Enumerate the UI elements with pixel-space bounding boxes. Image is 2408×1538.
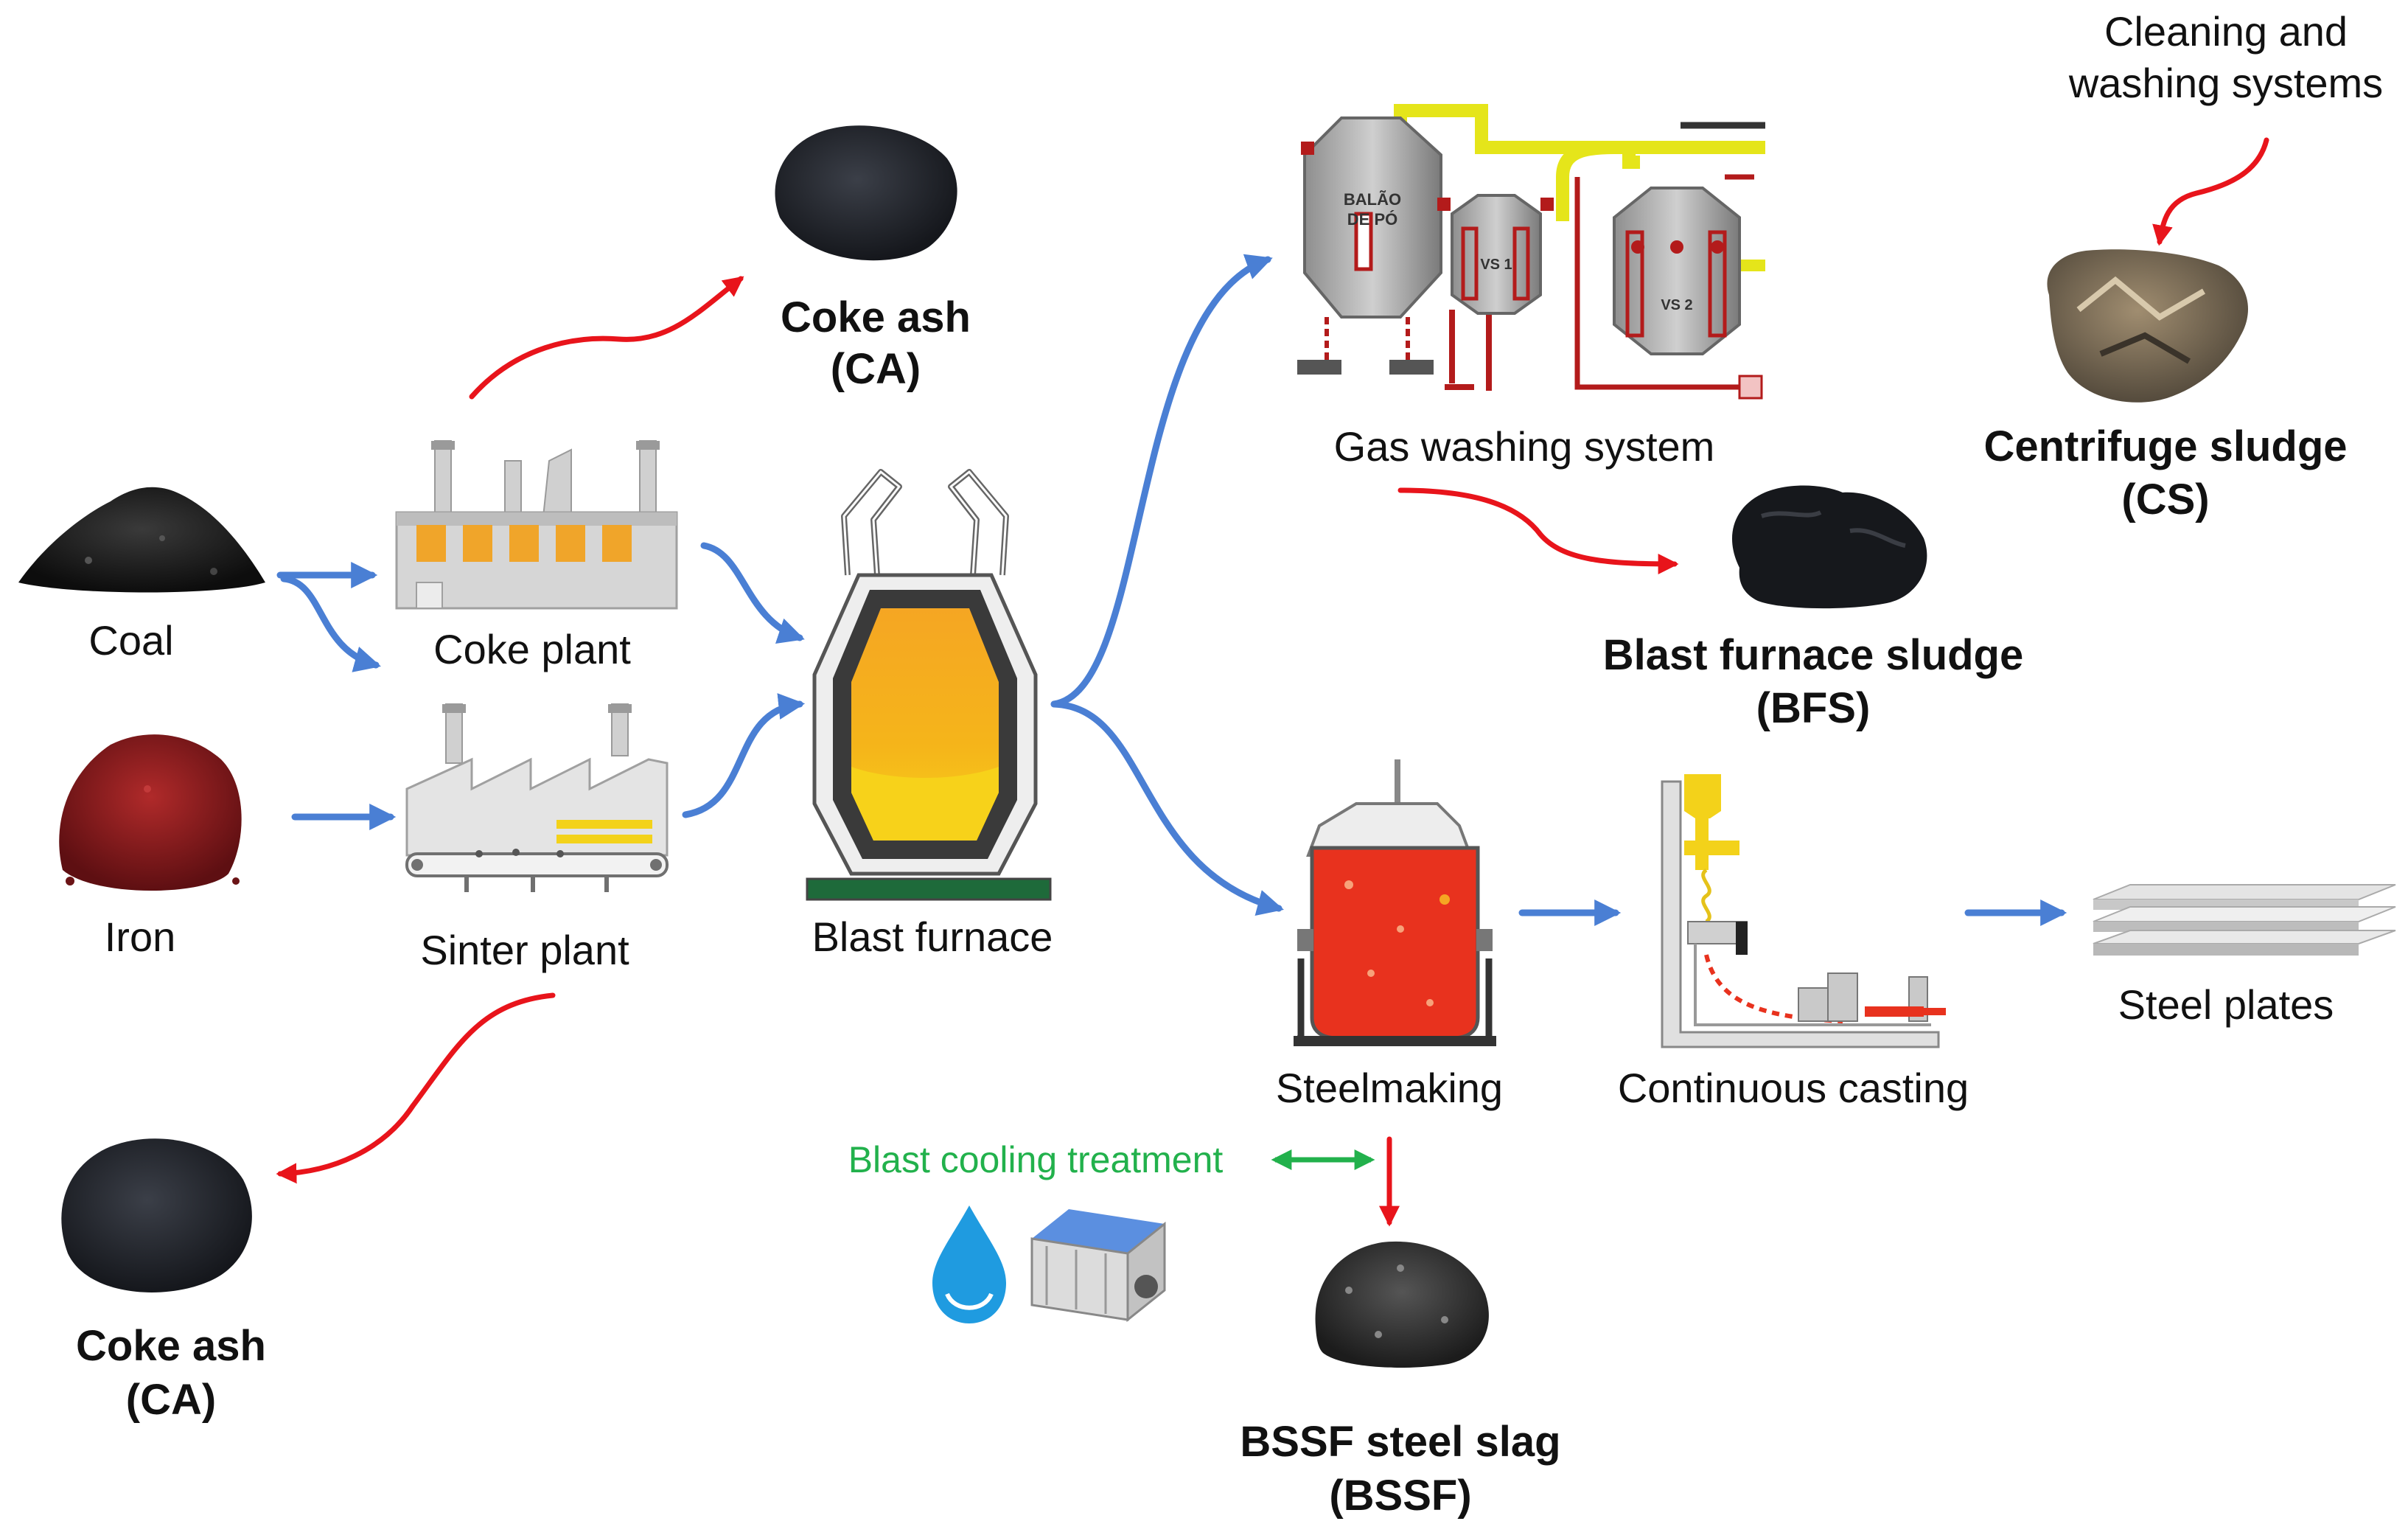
coke-ash-bottom-name: Coke ash xyxy=(76,1322,266,1370)
cleaning-label-line2: washing systems xyxy=(2068,60,2383,106)
arrow-cleaning-to-cs xyxy=(2152,137,2269,246)
coal-pile-icon xyxy=(18,487,265,593)
tank-1-lettering-line1: BALÃO xyxy=(1344,190,1401,209)
tank-1-lettering-line2: DE PÓ xyxy=(1347,210,1397,229)
blast-furnace-label: Blast furnace xyxy=(812,914,1053,960)
coke-ash-pile-icon xyxy=(775,125,957,261)
continuous-casting-label: Continuous casting xyxy=(1618,1065,1969,1111)
bssf-name: BSSF steel slag xyxy=(1240,1418,1560,1466)
tank-3-lettering: VS 2 xyxy=(1661,297,1692,313)
arrow-furnace-to-gas-washing xyxy=(1050,254,1273,708)
gas-washing-system-icon: BALÃO DE PÓ VS 1 VS 2 xyxy=(1297,104,1765,400)
arrow-coal-to-sinter-plant xyxy=(280,575,381,672)
iron-ore-pile-icon xyxy=(59,734,242,891)
arrow-coke-plant-to-coke-ash xyxy=(469,276,744,400)
coke-ash-bottom-code: (CA) xyxy=(126,1376,216,1424)
tank-2-lettering: VS 1 xyxy=(1480,257,1512,273)
sludge-icon xyxy=(1732,485,1927,609)
sinter-plant-icon xyxy=(405,703,669,892)
slag-pile-icon xyxy=(1315,1241,1489,1368)
blast-furnace-icon xyxy=(806,469,1052,901)
arrow-coke-plant-to-furnace xyxy=(700,542,805,644)
gas-washing-label: Gas washing system xyxy=(1334,423,1715,470)
iron-label: Iron xyxy=(105,914,176,960)
steelmaking-label: Steelmaking xyxy=(1276,1065,1503,1111)
blast-cooling-label: Blast cooling treatment xyxy=(848,1139,1224,1180)
arrow-sinter-plant-to-coke-ash xyxy=(276,992,556,1184)
arrow-gas-washing-to-bfs xyxy=(1397,487,1679,574)
bfs-name: Blast furnace sludge xyxy=(1603,631,2023,679)
sinter-plant-label: Sinter plant xyxy=(420,927,629,973)
water-drop-icon xyxy=(932,1205,1006,1323)
coke-ash-top-name: Coke ash xyxy=(781,293,971,341)
coke-ash-top-code: (CA) xyxy=(831,345,921,393)
cleaning-label-line1: Cleaning and xyxy=(2104,8,2348,55)
arrow-sinter-plant-to-furnace xyxy=(682,693,806,818)
steel-plates-label: Steel plates xyxy=(2118,981,2334,1028)
factory-icon xyxy=(395,440,678,610)
bfs-code: (BFS) xyxy=(1756,684,1871,732)
coal-label: Coal xyxy=(88,617,173,664)
steelmaking-ladle-icon xyxy=(1294,759,1496,1046)
process-arrows xyxy=(276,254,2067,926)
sludge-icon xyxy=(2047,249,2248,403)
coke-plant-label: Coke plant xyxy=(433,626,631,672)
waste-arrows xyxy=(276,137,2269,1227)
cs-name: Centrifuge sludge xyxy=(1983,422,2347,470)
bssf-code: (BSSF) xyxy=(1329,1472,1471,1520)
coke-ash-pile-icon xyxy=(61,1138,252,1292)
cooling-drum-icon xyxy=(1030,1209,1166,1323)
cs-code: (CS) xyxy=(2121,476,2209,523)
arrow-furnace-to-steelmaking xyxy=(1050,700,1284,916)
steel-plates-icon xyxy=(2093,884,2396,956)
continuous-casting-icon xyxy=(1661,774,1946,1048)
